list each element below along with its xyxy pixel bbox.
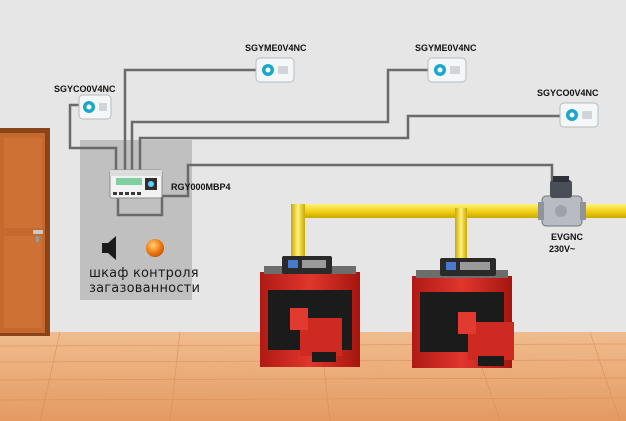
speaker-icon [102, 236, 116, 260]
control-cabinet [80, 140, 192, 300]
boiler-2 [412, 258, 514, 368]
gas-sensor-mid-2 [427, 57, 467, 83]
door [0, 128, 50, 336]
gas-sensor-mid-1 [255, 57, 295, 83]
signal-cables [68, 68, 560, 217]
cabinet-caption-line1: шкаф контроля [89, 266, 199, 281]
gas-sensor-left [78, 94, 112, 120]
alarm-lamp [146, 239, 164, 257]
valve-voltage-label: 230V~ [549, 244, 576, 254]
sensor-right-label: SGYCO0V4NC [537, 88, 599, 98]
valve-label: EVGNC [551, 232, 584, 242]
sensor-mid-2-label: SGYME0V4NC [415, 43, 477, 53]
gas-sensor-right [559, 102, 599, 128]
controller-label: RGY000MBP4 [171, 182, 231, 192]
door-handle [33, 230, 43, 234]
cabinet-caption-line2: загазованности [89, 281, 201, 296]
sensor-mid-1-label: SGYME0V4NC [245, 43, 307, 53]
sensor-left-label: SGYCO0V4NC [54, 84, 116, 94]
solenoid-valve [538, 176, 586, 227]
controller-module [109, 169, 163, 199]
boiler-1 [260, 256, 360, 367]
